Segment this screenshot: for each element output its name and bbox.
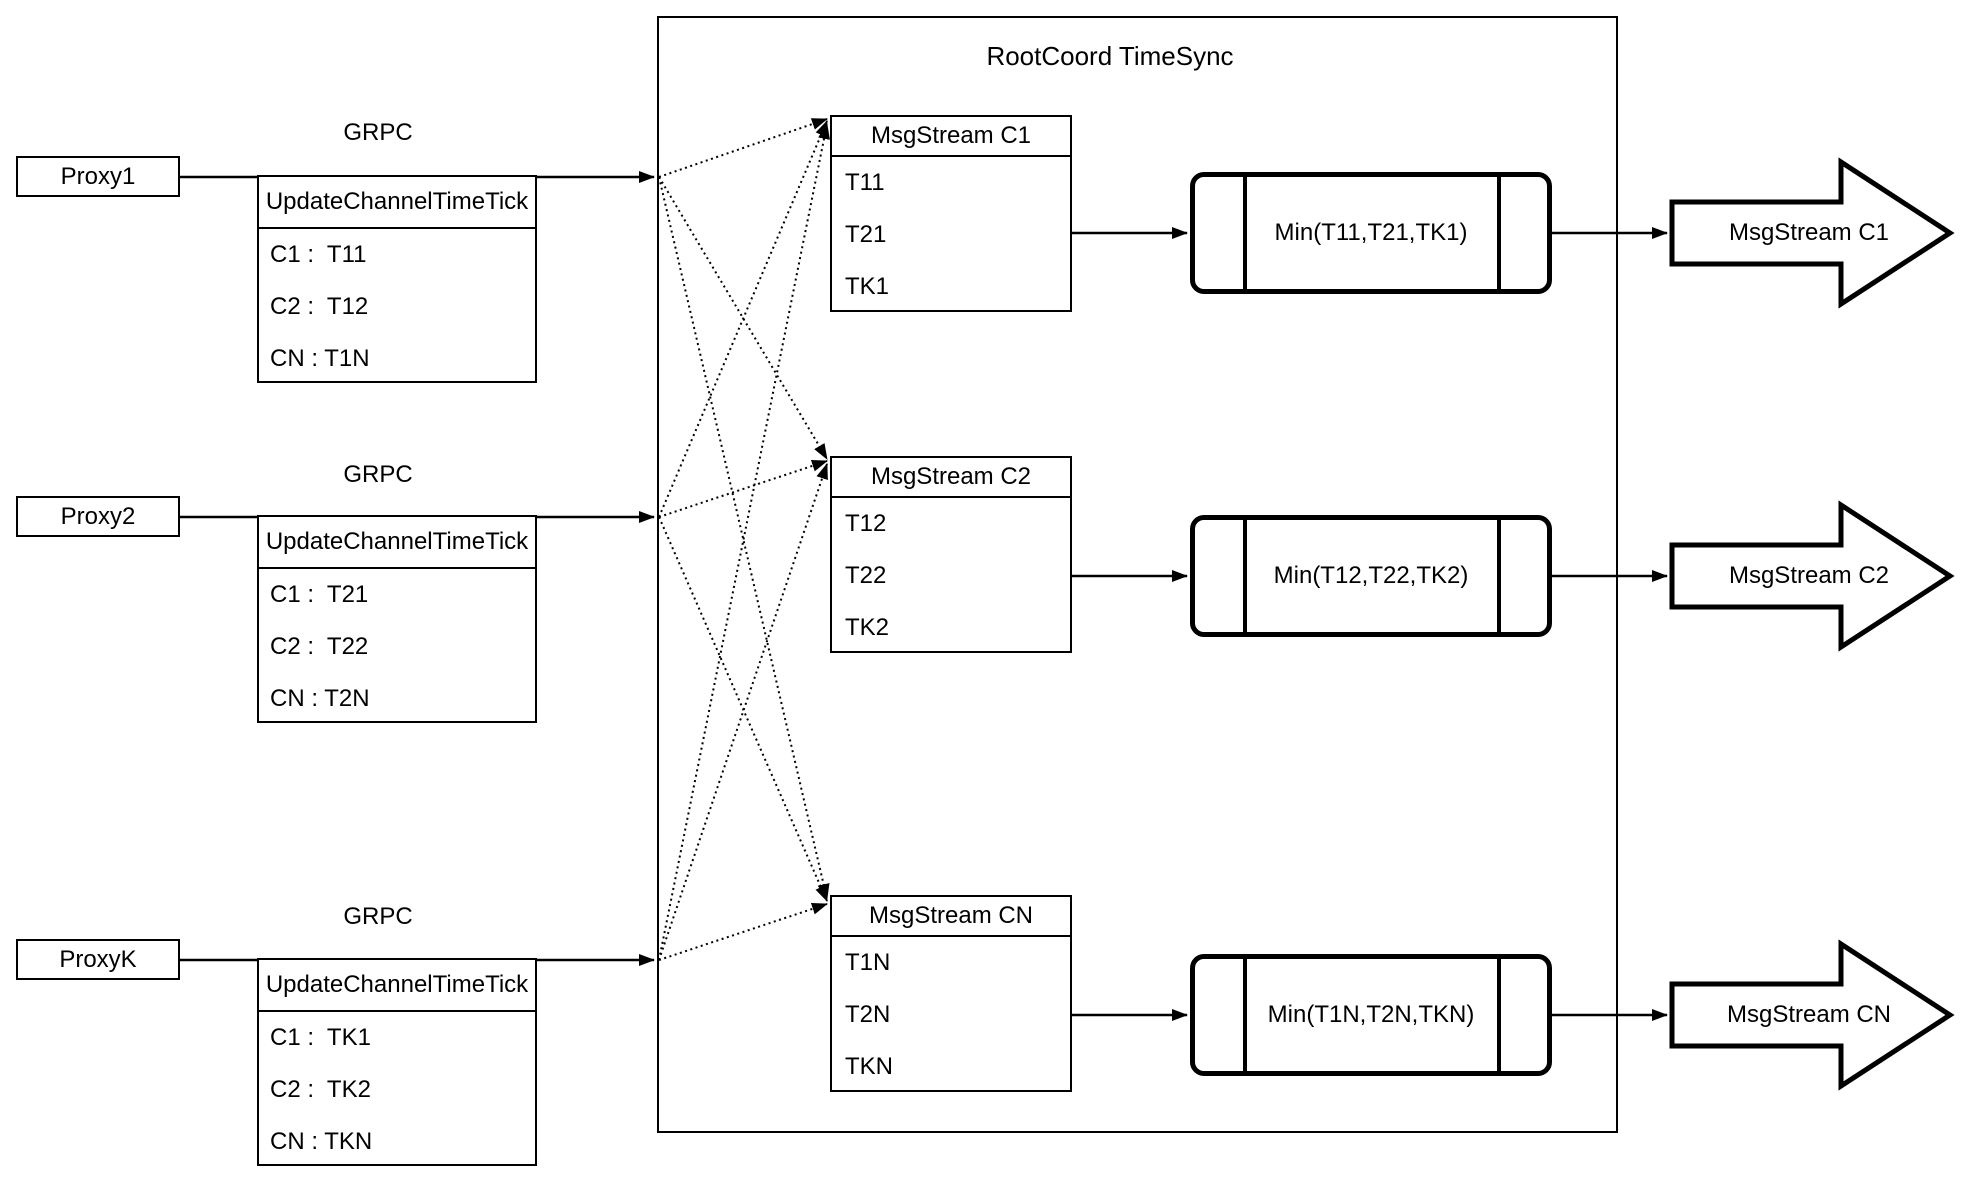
msgstream-table-title: MsgStream C2 (832, 458, 1070, 498)
min-divider (1243, 519, 1247, 633)
proxyk-label: ProxyK (59, 946, 137, 973)
timestamp-entry: T12 (845, 510, 887, 537)
timetick-entry: C1 : TK1 (270, 1024, 371, 1051)
timestamp-entry: TK1 (845, 273, 890, 300)
timetick-entry: C2 : TK2 (270, 1076, 371, 1103)
timetick-entry: CN : T1N (270, 345, 370, 372)
output-msgstream-label-c2: MsgStream C2 (1728, 562, 1890, 589)
update-timetick-table-row3: UpdateChannelTimeTick C1 : TK1 C2 : TK2 … (257, 958, 537, 1166)
update-timetick-title: UpdateChannelTimeTick (259, 177, 535, 229)
proxy1-box: Proxy1 (16, 156, 180, 197)
grpc-label-row1: GRPC (343, 119, 413, 146)
min-divider (1497, 519, 1501, 633)
grpc-label-row3: GRPC (343, 903, 413, 930)
min-operator-row2: Min(T12,T22,TK2) (1190, 515, 1552, 637)
timestamp-entry: T11 (845, 169, 885, 196)
msgstream-table-cn: MsgStream CN T1N T2N TKN (830, 895, 1072, 1092)
min-label: Min(T1N,T2N,TKN) (1267, 1001, 1475, 1028)
msgstream-table-c2: MsgStream C2 T12 T22 TK2 (830, 456, 1072, 653)
grpc-label-row2: GRPC (343, 461, 413, 488)
min-divider (1497, 958, 1501, 1072)
output-msgstream-label-cn: MsgStream CN (1726, 1001, 1892, 1028)
timestamp-entry: T2N (845, 1001, 891, 1028)
update-timetick-title: UpdateChannelTimeTick (259, 960, 535, 1012)
rootcoord-timesync-container (657, 16, 1618, 1133)
msgstream-table-title: MsgStream C1 (832, 117, 1070, 157)
min-operator-row1: Min(T11,T21,TK1) (1190, 172, 1552, 294)
timetick-entry: CN : TKN (270, 1128, 373, 1155)
update-timetick-title: UpdateChannelTimeTick (259, 517, 535, 569)
timestamp-entry: TK2 (845, 614, 890, 641)
proxy2-box: Proxy2 (16, 496, 180, 537)
timestamp-entry: TKN (845, 1053, 893, 1080)
timetick-entry: C2 : T12 (270, 293, 369, 320)
timetick-entry: C2 : T22 (270, 633, 369, 660)
timestamp-entry: T22 (845, 562, 887, 589)
update-timetick-table-row1: UpdateChannelTimeTick C1 : T11 C2 : T12 … (257, 175, 537, 383)
timestamp-entry: T21 (845, 221, 887, 248)
timetick-entry: C1 : T11 (270, 241, 367, 268)
min-divider (1243, 176, 1247, 290)
update-timetick-table-row2: UpdateChannelTimeTick C1 : T21 C2 : T22 … (257, 515, 537, 723)
proxy2-label: Proxy2 (60, 503, 136, 530)
min-label: Min(T12,T22,TK2) (1273, 562, 1469, 589)
timestamp-entry: T1N (845, 949, 891, 976)
msgstream-output-fat-arrows (1669, 157, 1955, 1091)
proxy1-label: Proxy1 (60, 163, 136, 190)
timetick-entry: C1 : T21 (270, 581, 369, 608)
timetick-entry: CN : T2N (270, 685, 370, 712)
min-label: Min(T11,T21,TK1) (1274, 219, 1468, 246)
min-divider (1497, 176, 1501, 290)
msgstream-table-c1: MsgStream C1 T11 T21 TK1 (830, 115, 1072, 312)
min-divider (1243, 958, 1247, 1072)
min-operator-row3: Min(T1N,T2N,TKN) (1190, 954, 1552, 1076)
rootcoord-title: RootCoord TimeSync (986, 41, 1234, 71)
output-msgstream-label-c1: MsgStream C1 (1728, 219, 1890, 246)
msgstream-table-title: MsgStream CN (832, 897, 1070, 937)
proxyk-box: ProxyK (16, 939, 180, 980)
